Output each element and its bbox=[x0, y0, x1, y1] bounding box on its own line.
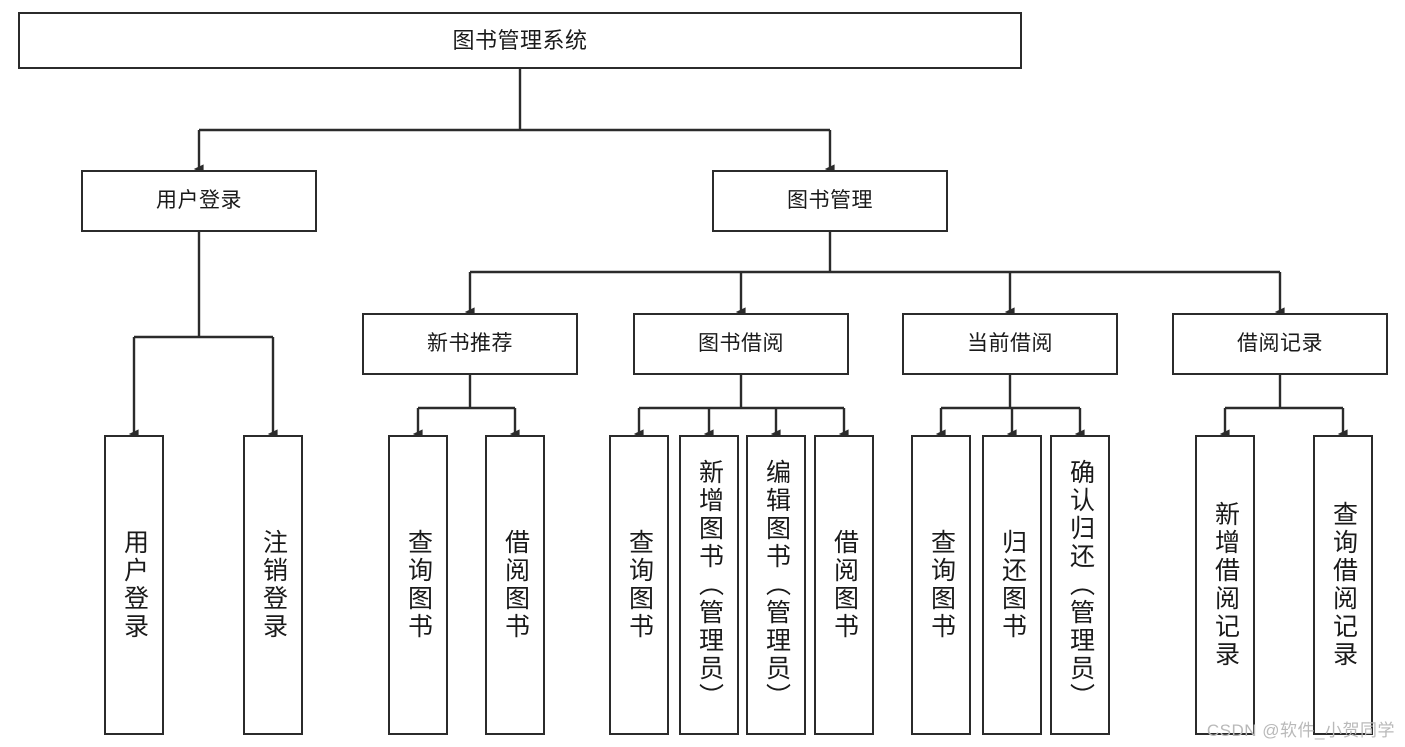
leaf-node-label: 查询图书 bbox=[927, 529, 956, 641]
level3-node-label: 新书推荐 bbox=[427, 331, 513, 355]
leaf-node-label: 确认归还（管理员） bbox=[1066, 459, 1095, 711]
leaf-node[interactable]: 查询图书 bbox=[609, 435, 669, 735]
leaf-node-label: 查询图书 bbox=[404, 529, 433, 641]
level2-node[interactable]: 用户登录 bbox=[81, 170, 317, 232]
watermark-text: CSDN @软件_小贺同学 bbox=[1206, 721, 1395, 740]
level3-node-label: 当前借阅 bbox=[967, 331, 1053, 355]
level3-node[interactable]: 图书借阅 bbox=[633, 313, 849, 375]
leaf-node[interactable]: 归还图书 bbox=[982, 435, 1042, 735]
level3-node-label: 借阅记录 bbox=[1237, 331, 1323, 355]
leaf-node[interactable]: 注销登录 bbox=[243, 435, 303, 735]
level2-node[interactable]: 图书管理 bbox=[712, 170, 948, 232]
leaf-node[interactable]: 新增图书（管理员） bbox=[679, 435, 739, 735]
level2-node-label: 用户登录 bbox=[156, 188, 242, 212]
leaf-node[interactable]: 借阅图书 bbox=[485, 435, 545, 735]
leaf-node-label: 注销登录 bbox=[259, 529, 288, 641]
level3-node[interactable]: 借阅记录 bbox=[1172, 313, 1388, 375]
leaf-node[interactable]: 查询图书 bbox=[911, 435, 971, 735]
leaf-node[interactable]: 查询借阅记录 bbox=[1313, 435, 1373, 735]
root-node-label: 图书管理系统 bbox=[452, 27, 588, 53]
level3-node[interactable]: 当前借阅 bbox=[902, 313, 1118, 375]
leaf-node-label: 新增图书（管理员） bbox=[695, 459, 724, 711]
leaf-node-label: 借阅图书 bbox=[501, 529, 530, 641]
leaf-node[interactable]: 查询图书 bbox=[388, 435, 448, 735]
root-node[interactable]: 图书管理系统 bbox=[18, 12, 1022, 69]
level3-node[interactable]: 新书推荐 bbox=[362, 313, 578, 375]
leaf-node-label: 查询图书 bbox=[625, 529, 654, 641]
leaf-node-label: 归还图书 bbox=[998, 529, 1027, 641]
level2-node-label: 图书管理 bbox=[787, 188, 873, 212]
level3-node-label: 图书借阅 bbox=[698, 331, 784, 355]
leaf-node-label: 编辑图书（管理员） bbox=[762, 459, 791, 711]
leaf-node[interactable]: 借阅图书 bbox=[814, 435, 874, 735]
leaf-node-label: 新增借阅记录 bbox=[1211, 501, 1240, 669]
leaf-node[interactable]: 用户登录 bbox=[104, 435, 164, 735]
leaf-node-label: 用户登录 bbox=[120, 529, 149, 641]
leaf-node[interactable]: 新增借阅记录 bbox=[1195, 435, 1255, 735]
leaf-node[interactable]: 确认归还（管理员） bbox=[1050, 435, 1110, 735]
leaf-node-label: 查询借阅记录 bbox=[1329, 501, 1358, 669]
leaf-node-label: 借阅图书 bbox=[830, 529, 859, 641]
leaf-node[interactable]: 编辑图书（管理员） bbox=[746, 435, 806, 735]
